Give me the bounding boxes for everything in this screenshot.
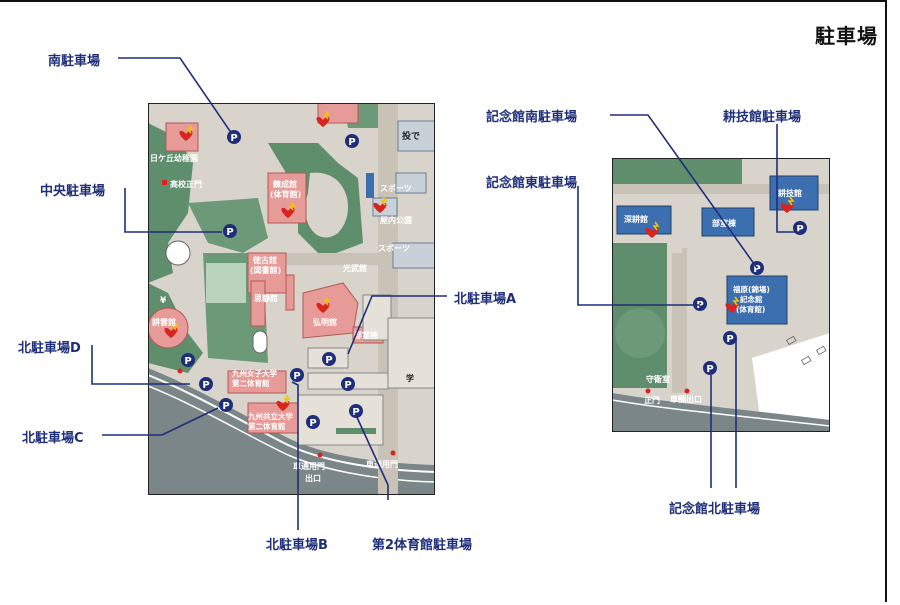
label-kita-a-parking: 北駐車場A <box>454 292 517 307</box>
parking-marker-kita-a[interactable]: P <box>322 352 336 366</box>
place-women-gym: 第二体育館 <box>232 378 270 388</box>
left-campus-map: 日ケ丘幼稚園 高校正門 錬成館 (体育館) 徳古館 (図書館) 思静館 光武館 … <box>148 103 435 495</box>
place-kyoritsu-univ: 九州共立大学 <box>247 411 293 421</box>
svg-text:P: P <box>309 418 316 429</box>
place-kindergarten: 日ケ丘幼稚園 <box>150 153 198 163</box>
label-chuo-parking: 中央駐車場 <box>40 184 106 199</box>
place-gi: 投で <box>402 130 420 142</box>
place-library: 徳古館 <box>252 255 277 265</box>
place-library-sub: (図書館) <box>250 265 281 275</box>
parking-marker[interactable]: P <box>341 377 355 391</box>
parking-marker[interactable]: P <box>345 134 359 148</box>
place-kouneikan: 弘明館 <box>313 317 337 327</box>
place-kyoritsu-gym: 第二体育館 <box>248 421 286 431</box>
svg-text:P: P <box>293 371 300 382</box>
place-memorial-3: (体育館) <box>736 304 765 314</box>
place-kougikan: 耕技館 <box>777 188 802 198</box>
parking-marker-kita-c[interactable]: P <box>219 398 233 412</box>
label-kita-d-parking: 北駐車場D <box>18 341 81 356</box>
right-campus-map: 深耕館 部室棟 耕技館 福原(錦場) 記念館 (体育館) 守衛室 正門 車輛出口… <box>612 158 830 432</box>
page-title: 駐車場 <box>815 24 878 48</box>
place-bushitsu: 部室棟 <box>354 330 379 340</box>
svg-text:P: P <box>184 356 191 367</box>
yen-symbol: ¥ <box>160 296 167 306</box>
label-kougi-parking: 耕技館駐車場 <box>723 110 802 125</box>
place-shiseikan: 思静館 <box>254 293 278 303</box>
place-vehicle-exit: 車輛出口 <box>670 394 702 404</box>
label-kita-c-parking: 北駐車場C <box>22 431 84 446</box>
svg-text:P: P <box>325 355 332 366</box>
place-vehicle-gate1: 車通用門 <box>293 461 325 471</box>
svg-text:P: P <box>753 264 760 275</box>
parking-marker[interactable]: P <box>199 377 213 391</box>
svg-text:P: P <box>706 364 713 375</box>
parking-marker[interactable]: P <box>703 361 717 375</box>
parking-marker-minami[interactable]: P <box>227 130 241 144</box>
svg-text:P: P <box>222 401 229 412</box>
place-exit1: 出口 <box>305 473 321 483</box>
place-sports1: スポーツ <box>380 183 412 193</box>
label-minami-parking: 南駐車場 <box>48 54 101 69</box>
place-koubukan: 光武館 <box>342 263 367 273</box>
place-kouunkan: 耕雲館 <box>151 317 176 327</box>
place-memorial-2: 記念館 <box>740 294 763 304</box>
place-sports2: スポーツ <box>378 243 410 253</box>
parking-marker-dai2[interactable]: P <box>349 404 363 418</box>
svg-text:P: P <box>352 407 359 418</box>
svg-text:P: P <box>230 133 237 144</box>
place-memorial-1: 福原(錦場) <box>732 284 770 294</box>
label-kinen-kita-parking: 記念館北駐車場 <box>669 502 761 517</box>
parking-marker[interactable]: P <box>306 415 320 429</box>
parking-marker-kita-d[interactable]: P <box>181 353 195 367</box>
svg-text:P: P <box>348 137 355 148</box>
parking-marker-kinen-kita[interactable]: P <box>723 331 737 345</box>
place-gym-sub: (体育館) <box>270 189 301 199</box>
parking-marker-chuo[interactable]: P <box>223 224 237 238</box>
place-gaku: 学 <box>406 373 414 383</box>
svg-text:P: P <box>726 334 733 345</box>
place-school-gate: 高校正門 <box>170 179 202 189</box>
place-vehicle-gate2: 車通用門 <box>366 459 398 469</box>
svg-text:P: P <box>796 224 803 235</box>
place-shinsoukan: 深耕館 <box>624 214 648 224</box>
label-dai2-parking: 第2体育館駐車場 <box>372 538 473 553</box>
label-kinen-minami-parking: 記念館南駐車場 <box>486 110 578 125</box>
svg-text:P: P <box>202 380 209 391</box>
place-guard: 守衛室 <box>646 374 670 384</box>
place-outdoor: 屋内公園 <box>380 215 412 225</box>
place-women-univ: 九州女子大学 <box>231 368 277 378</box>
label-kinen-higashi-parking: 記念館東駐車場 <box>486 176 578 191</box>
svg-text:P: P <box>226 227 233 238</box>
label-kita-b-parking: 北駐車場B <box>266 538 328 553</box>
parking-marker-kita-b[interactable]: P <box>290 368 304 382</box>
place-gym: 錬成館 <box>273 179 297 189</box>
svg-text:P: P <box>344 380 351 391</box>
place-main-gate: 正門 <box>644 396 660 405</box>
